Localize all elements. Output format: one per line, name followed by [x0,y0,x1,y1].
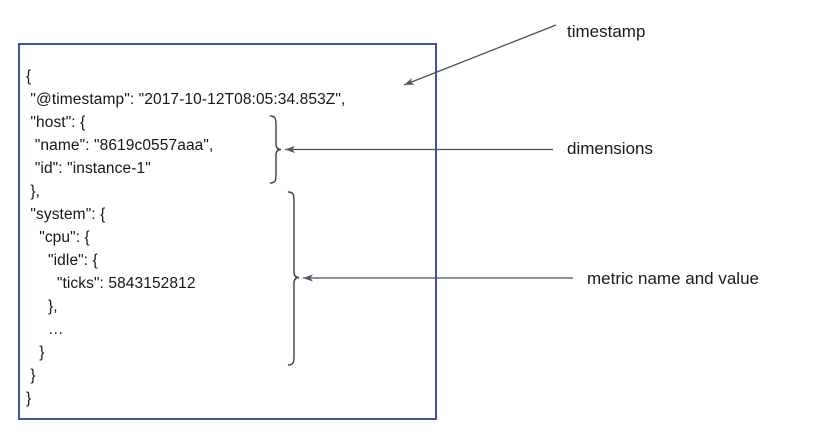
json-line-5: }, [26,182,41,200]
json-line-8: "idle": { [26,251,98,269]
annotation-label-metric: metric name and value [587,269,759,288]
json-line-6: "system": { [26,205,106,223]
json-line-1: "@timestamp": "2017-10-12T08:05:34.853Z"… [26,90,346,108]
json-line-11: … [26,320,64,338]
json-line-3: "name": "8619c0557aaa", [26,136,214,154]
json-document-box [18,43,437,420]
json-line-14: } [26,389,32,407]
annotation-label-dimensions: dimensions [567,139,653,158]
json-line-9: "ticks": 5843152812 [26,274,196,292]
annotation-label-timestamp: timestamp [567,22,646,41]
json-line-2: "host": { [26,113,86,131]
json-line-13: } [26,366,36,384]
json-line-10: }, [26,297,58,315]
json-line-0: { [26,67,32,85]
json-line-4: "id": "instance-1" [26,159,151,177]
json-document-code: { "@timestamp": "2017-10-12T08:05:34.853… [26,65,426,410]
json-line-12: } [26,343,45,361]
json-line-7: "cpu": { [26,228,90,246]
